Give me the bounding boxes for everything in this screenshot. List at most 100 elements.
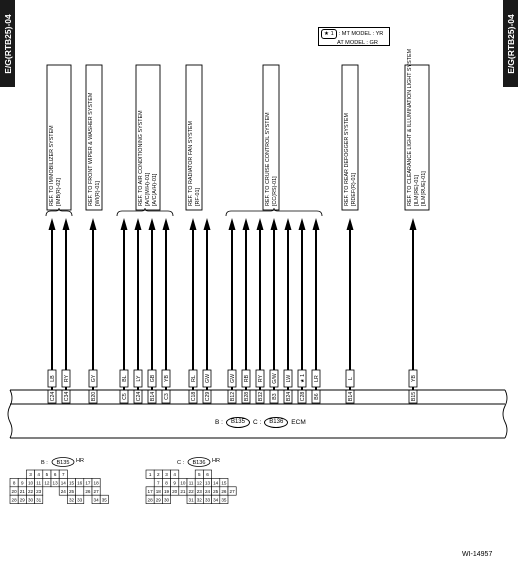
connector-pin-number: 10 xyxy=(180,481,186,486)
wire-pin-label: B24 xyxy=(286,392,292,401)
connector-pin-number: 23 xyxy=(197,489,203,494)
connector-pin-number: 8 xyxy=(165,481,168,486)
connector-pin-number: 28 xyxy=(12,497,18,502)
connector-pin-number: 20 xyxy=(12,489,18,494)
group-brace xyxy=(45,207,73,217)
connector-pin-number: 22 xyxy=(189,489,195,494)
connector-pin-number: 17 xyxy=(148,489,154,494)
wire-pin-label: C24 xyxy=(50,392,56,402)
connector-pin-number: 27 xyxy=(230,489,236,494)
connector-pin-number: 21 xyxy=(180,489,186,494)
wire-color-box xyxy=(255,369,265,388)
connector-pin-number: 15 xyxy=(221,481,227,486)
connector-pin-number: 24 xyxy=(205,489,211,494)
legend-line-2: AT MODEL : GR xyxy=(337,40,378,46)
connector-pin-number: 26 xyxy=(221,489,227,494)
model-legend-box: ★ 1: MT MODEL : YR AT MODEL : GR xyxy=(318,27,390,46)
connector-pin-number: 26 xyxy=(85,489,91,494)
connector-pin-number: 25 xyxy=(213,489,219,494)
wire-color-label: GW xyxy=(230,374,236,383)
wire-pin-label: C29 xyxy=(205,392,211,402)
connector-pin-number: 1 xyxy=(149,472,152,477)
wire-color-label: G/W xyxy=(272,373,278,383)
connector-pin-cell xyxy=(227,486,237,496)
connector-pin-number: 28 xyxy=(148,497,154,502)
wire-pin-label: C5 xyxy=(122,393,128,400)
wire-pin-label: B6 xyxy=(314,393,320,399)
wire-arrow xyxy=(346,218,354,230)
connector-pin-number: 4 xyxy=(37,472,40,477)
wire-pin-label: B32 xyxy=(258,392,264,401)
wire-color-box xyxy=(227,369,237,388)
ref-box xyxy=(46,64,72,211)
wire-color-box xyxy=(408,369,418,388)
wire-color-box xyxy=(147,369,157,388)
legend-line-1: : MT MODEL : YR xyxy=(338,31,384,37)
ecm-c-connector: B136 xyxy=(264,417,289,428)
wire-color-label: GY xyxy=(91,374,97,382)
connector-pin-number: 18 xyxy=(156,489,162,494)
wire-color-label: LR xyxy=(314,375,320,382)
wire-color-box xyxy=(47,369,57,388)
connector-pin-number: 6 xyxy=(206,472,209,477)
connector-pin-number: 34 xyxy=(94,497,100,502)
wire-arrow xyxy=(256,218,264,230)
ecm-b-prefix: B : xyxy=(215,419,223,426)
connector-pin-number: 27 xyxy=(94,489,100,494)
ecm-name: ECM xyxy=(291,419,306,426)
connector-pin-number: 10 xyxy=(28,481,34,486)
connector-pin-number: 14 xyxy=(213,481,219,486)
connector-pin-number: 31 xyxy=(189,497,195,502)
connector-oval xyxy=(187,457,211,467)
connector-pin-number: 30 xyxy=(164,497,170,502)
wire-color-box xyxy=(161,369,171,388)
connector-prefix: C : xyxy=(177,460,185,466)
wire-color-box xyxy=(119,369,129,388)
connector-pin-number: 11 xyxy=(36,481,41,486)
wire-arrow xyxy=(242,218,250,230)
ref-box-text: [A/C(A/H)-01] xyxy=(152,173,158,206)
wire-arrow xyxy=(312,218,320,230)
connector-pin-number: 8 xyxy=(13,481,16,486)
ref-box-text: REF. TO AIR CONDITIONING SYSTEM xyxy=(138,110,144,206)
ref-box-text: [CC(RS)-01] xyxy=(272,176,278,206)
connector-pin-number: 3 xyxy=(29,472,32,477)
wire-arrow xyxy=(89,218,97,230)
wire-pin-label: C3 xyxy=(164,393,170,400)
wire-color-label: RY xyxy=(64,374,70,382)
wire-arrow xyxy=(270,218,278,230)
connector-pin-number: 32 xyxy=(69,497,75,502)
wire-color-box xyxy=(241,369,251,388)
connector-pin-number: 31 xyxy=(36,497,42,502)
connector-pin-number: 13 xyxy=(53,481,59,486)
ref-box-text: REF. TO FRONT WIPER & WASHER SYSTEM xyxy=(88,92,94,206)
connector-pin-number: 20 xyxy=(172,489,178,494)
group-brace xyxy=(225,207,323,217)
group-brace xyxy=(116,207,174,217)
connector-prefix: B : xyxy=(41,460,48,466)
connector-pin-cell xyxy=(162,494,171,504)
wire-pin-label: B20 xyxy=(91,392,97,401)
ref-box-text: REF. TO IMMOBILIZER SYSTEM xyxy=(49,125,55,206)
document-id: WI-14957 xyxy=(462,551,493,558)
connector-pin-number: 14 xyxy=(61,481,67,486)
connector-pin-number: 32 xyxy=(197,497,203,502)
connector-pin-number: 9 xyxy=(21,481,24,486)
connector-pin-cell xyxy=(34,494,44,504)
wire-pin-label: C18 xyxy=(191,392,197,402)
ref-box xyxy=(341,64,359,211)
wire-color-box xyxy=(133,369,143,388)
connector-suffix: HR xyxy=(212,458,220,464)
connector-pin-number: 7 xyxy=(62,472,65,477)
ecm-outline xyxy=(7,389,508,439)
wire-pin-label: B3 xyxy=(272,393,278,399)
connector-id: B136 xyxy=(192,460,205,466)
connector-pin-number: 30 xyxy=(28,497,34,502)
wire-color-label: RB xyxy=(244,374,250,382)
connector-pin-number: 22 xyxy=(28,489,34,494)
wire-arrow xyxy=(148,218,156,230)
wire-arrow xyxy=(409,218,417,230)
connector-pin-number: 34 xyxy=(213,497,219,502)
connector-oval xyxy=(51,457,75,467)
ref-box xyxy=(262,64,280,211)
